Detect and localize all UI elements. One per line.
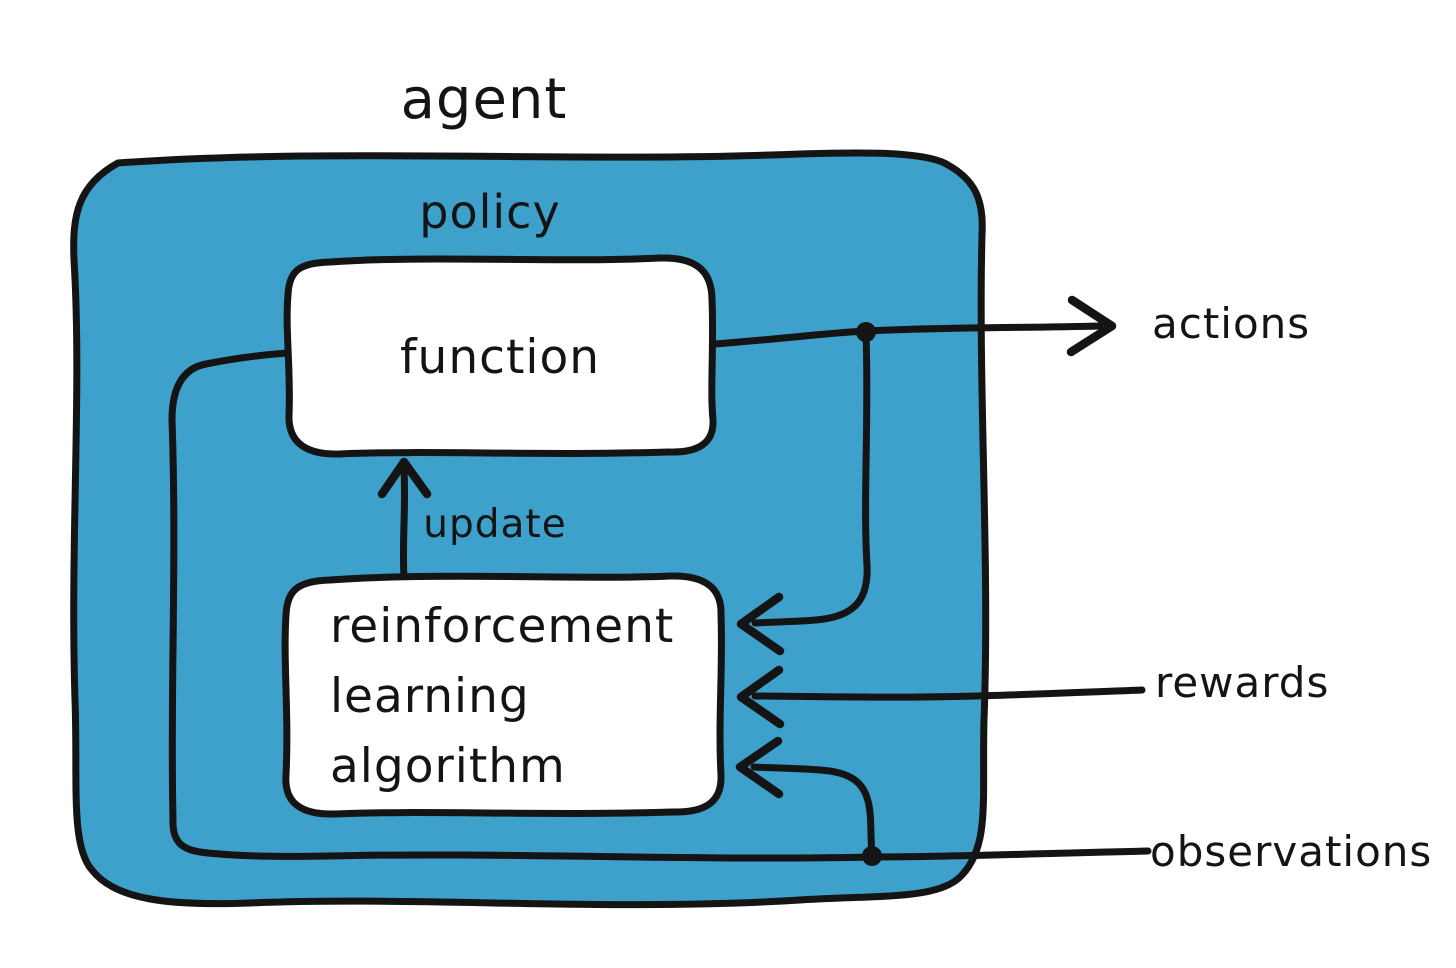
observations-label: observations [1150,827,1432,876]
function-box [283,254,717,458]
observations-junction-dot [862,846,882,866]
function-label: function [400,330,600,385]
rl-algorithm-label-line2: learning [330,669,530,724]
observations-branch-line [750,763,876,859]
actions-feedback-line [751,330,871,627]
rewards-label: rewards [1155,658,1329,707]
rewards-arrowhead-icon [736,665,785,729]
actions-feedback-arrowhead-icon [736,592,785,656]
update-arrowhead-icon [377,457,432,499]
actions-junction-dot [856,322,876,342]
observations-arrowhead-icon [735,736,784,799]
rl-algorithm-label-line3: algorithm [330,739,566,794]
ink-layer [70,149,1152,909]
rewards-line [751,686,1146,701]
update-label: update [423,502,566,547]
actions-label: actions [1152,299,1310,348]
text-layer: agent policy function reinforcement lear… [330,67,1432,876]
agent-title: agent [401,67,568,132]
update-arrow-line [399,466,409,582]
rl-algorithm-box [281,572,725,818]
actions-arrowhead-icon [1066,295,1117,357]
policy-label: policy [419,185,560,239]
rl-algorithm-label-line1: reinforcement [330,599,674,654]
